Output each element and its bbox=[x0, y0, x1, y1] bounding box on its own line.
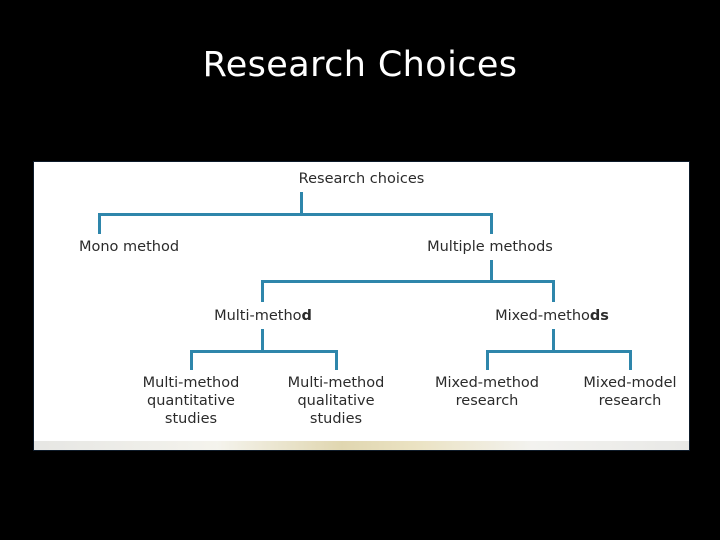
connector-level2-left-drop bbox=[261, 280, 264, 302]
connector-mixed-methods-bar bbox=[486, 350, 632, 353]
node-multi-method-quantitative-studies: Multi-method quantitative studies bbox=[142, 375, 240, 427]
connector-level1-left-drop bbox=[98, 213, 101, 234]
node-multi-method-text: Multi-metho bbox=[214, 308, 302, 324]
node-mono-method: Mono method bbox=[78, 239, 180, 255]
connector-mixed-methods-right-drop bbox=[629, 350, 632, 370]
node-mixed-method-research: Mixed-method research bbox=[434, 375, 540, 409]
connector-level1-bar bbox=[98, 213, 493, 216]
connector-multi-method-left-drop bbox=[190, 350, 193, 370]
node-mixed-model-research: Mixed-model research bbox=[583, 375, 677, 409]
connector-level1-right-drop bbox=[490, 213, 493, 234]
scan-artifact-strip bbox=[34, 441, 689, 450]
connector-multi-method-bar bbox=[190, 350, 338, 353]
connector-mixed-methods-left-drop bbox=[486, 350, 489, 370]
connector-multi-method-right-drop bbox=[335, 350, 338, 370]
node-multiple-methods: Multiple methods bbox=[427, 239, 553, 255]
figure-panel: Research choices Mono method Multiple me… bbox=[33, 161, 690, 451]
node-research-choices: Research choices bbox=[298, 171, 425, 187]
node-multi-method-bold-suffix: d bbox=[301, 308, 312, 324]
node-multi-method-qualitative-studies: Multi-method qualitative studies bbox=[287, 375, 385, 427]
connector-level2-right-drop bbox=[552, 280, 555, 302]
node-mixed-methods-text: Mixed-metho bbox=[495, 308, 590, 324]
node-multi-method: Multi-method bbox=[191, 307, 335, 325]
node-mixed-methods: Mixed-methods bbox=[480, 307, 624, 325]
connector-mixed-methods-stem bbox=[552, 329, 555, 351]
research-choices-tree-diagram: Research choices Mono method Multiple me… bbox=[34, 162, 689, 450]
connector-multiple-methods-stem bbox=[490, 260, 493, 281]
connector-multi-method-stem bbox=[261, 329, 264, 351]
connector-root-stem bbox=[300, 192, 303, 214]
page-title: Research Choices bbox=[202, 45, 518, 85]
node-mixed-methods-bold-suffix: ds bbox=[589, 308, 609, 324]
connector-level2-bar bbox=[261, 280, 555, 283]
